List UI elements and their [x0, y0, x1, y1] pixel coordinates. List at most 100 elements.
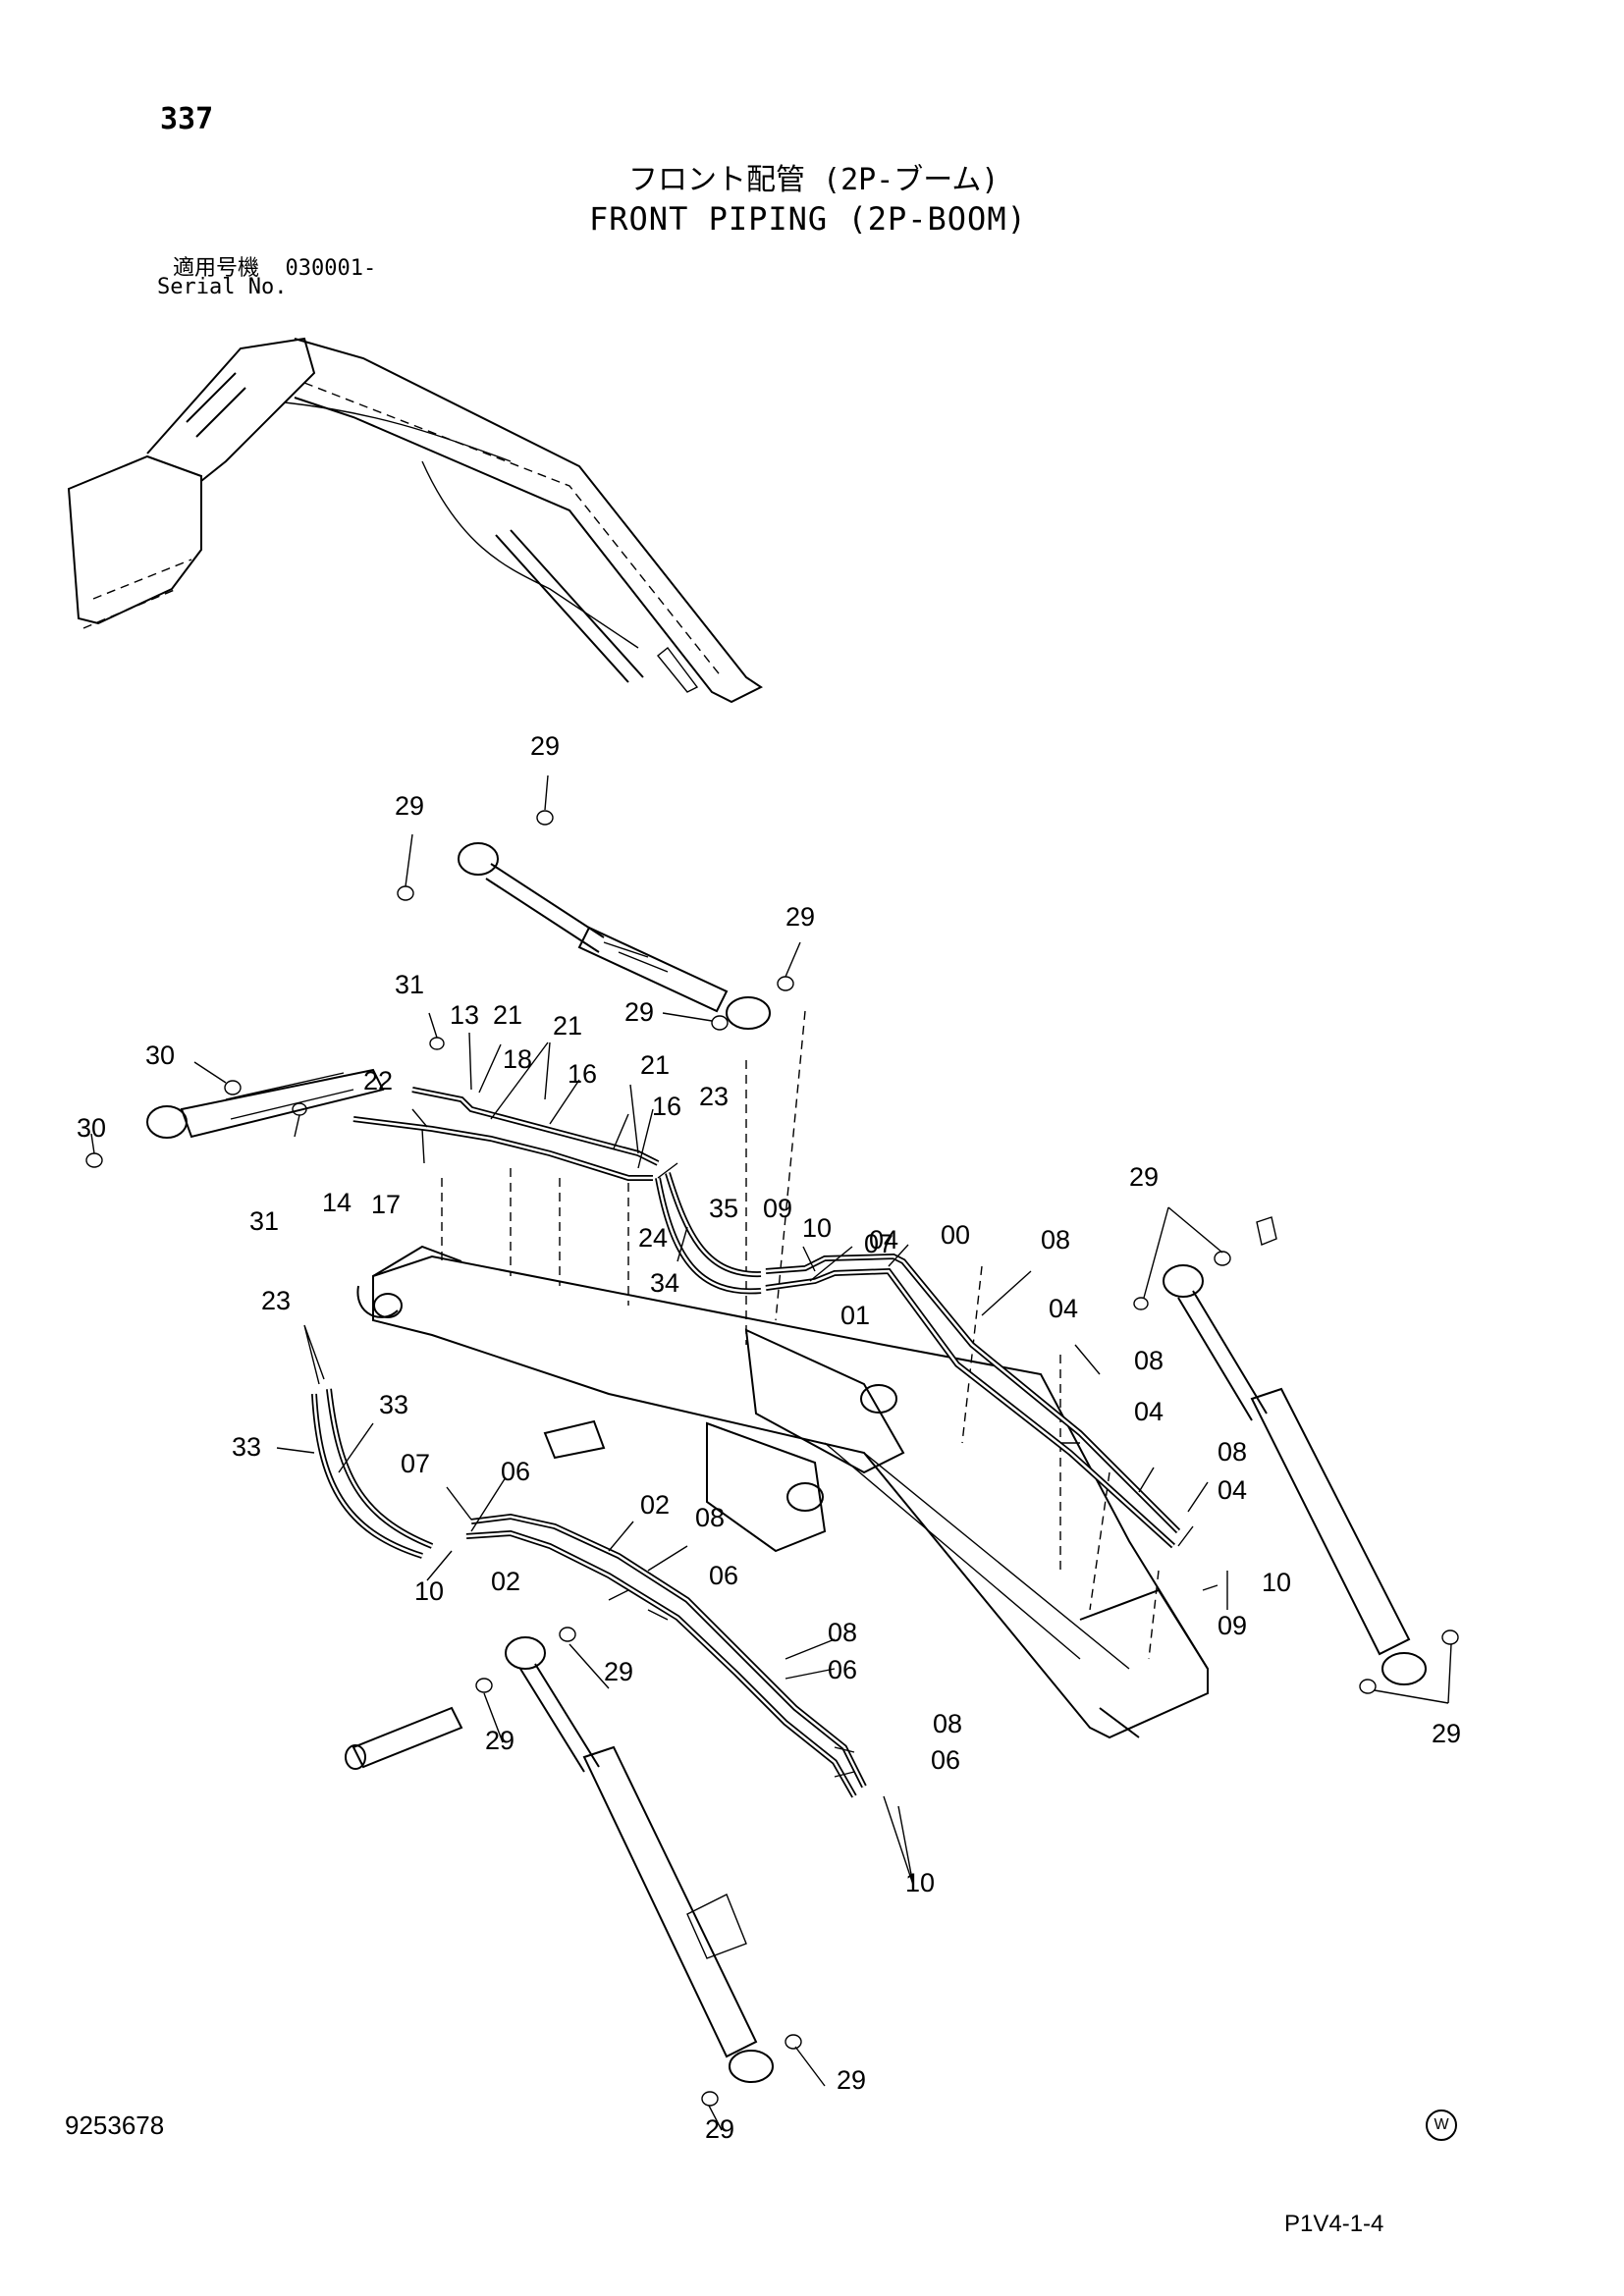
arm-cyl-port	[603, 941, 669, 973]
callout-07: 07	[401, 1449, 430, 1478]
document-number: 9253678	[65, 2110, 165, 2140]
callout-01: 01	[840, 1301, 870, 1330]
hoses	[311, 1172, 762, 1559]
callout-17: 17	[371, 1190, 401, 1219]
left-pipe-assembly	[465, 1513, 867, 1798]
callout-06: 06	[709, 1561, 738, 1590]
left-cyl-tube	[582, 1745, 758, 2058]
callout-29: 29	[604, 1657, 633, 1686]
arm-cyl-rod-eye	[458, 842, 499, 876]
callout-04: 04	[1218, 1475, 1247, 1505]
o-ring	[785, 2034, 802, 2050]
boom-body	[356, 1010, 1209, 1739]
o-ring	[777, 976, 794, 991]
pin-end	[345, 1744, 366, 1770]
o-ring	[397, 885, 414, 901]
right-cyl-tube	[1250, 1387, 1411, 1656]
callout-06: 06	[931, 1745, 960, 1775]
page-number: 337	[160, 102, 214, 136]
left-cyl-rod	[519, 1663, 600, 1773]
pipe-02b-inner	[465, 1531, 856, 1797]
pipe-00	[765, 1253, 1181, 1534]
callout-29: 29	[705, 2114, 734, 2144]
callout-22: 22	[363, 1066, 393, 1095]
o-ring	[429, 1037, 445, 1050]
right-pipe-assembly	[765, 1253, 1181, 1549]
overview-excavator-front	[67, 337, 763, 704]
boom-pin	[345, 1706, 463, 1770]
callout-23: 23	[699, 1082, 729, 1111]
callout-31: 31	[395, 970, 424, 999]
boom-lower-panel	[824, 1442, 1130, 1670]
callout-29: 29	[624, 997, 654, 1027]
pipe-00-inner	[765, 1255, 1179, 1532]
o-ring	[536, 810, 554, 826]
callout-08: 08	[1218, 1437, 1247, 1467]
hose-35-inner	[666, 1172, 762, 1276]
callout-21: 21	[553, 1011, 582, 1041]
pipe-13-inner	[411, 1088, 659, 1165]
callout-33: 33	[232, 1432, 261, 1462]
callout-07: 07	[864, 1229, 893, 1258]
overview-boom-cylinder	[495, 529, 644, 683]
hose-33a-inner	[312, 1393, 423, 1558]
o-ring	[1441, 1629, 1459, 1645]
leader-lines	[90, 774, 1452, 2131]
callout-29: 29	[785, 902, 815, 932]
right-cyl-rod-eye	[1163, 1264, 1204, 1298]
callout-16: 16	[652, 1092, 681, 1121]
callout-34: 34	[650, 1268, 679, 1298]
left-cyl-rod-eye	[505, 1636, 546, 1670]
o-ring	[224, 1080, 242, 1095]
callout-00: 00	[941, 1220, 970, 1250]
right-cyl-head-eye	[1381, 1652, 1427, 1685]
serial-applicability: 適用号機 030001-	[173, 250, 376, 282]
callout-10: 10	[414, 1576, 444, 1606]
callout-21: 21	[640, 1050, 670, 1080]
bucket-cyl-eye	[146, 1105, 188, 1139]
callout-09: 09	[763, 1194, 792, 1223]
callout-21: 21	[493, 1000, 522, 1030]
upper-pipes	[352, 1087, 660, 1181]
title-japanese: フロント配管 (2P-ブーム)	[628, 163, 1000, 197]
boom-dash-lines	[441, 1010, 1160, 1660]
overview-boom-inner	[303, 382, 723, 678]
callout-06: 06	[828, 1655, 857, 1684]
callout-23: 23	[261, 1286, 291, 1315]
arm-cyl-tube	[577, 926, 729, 1013]
right-boom-cylinder	[1163, 1216, 1427, 1685]
pin-shaft	[352, 1706, 463, 1769]
callout-08: 08	[695, 1503, 725, 1532]
boom-center-link	[543, 1419, 606, 1460]
boom-foot-pin	[373, 1293, 403, 1318]
right-cyl-bracket	[1256, 1216, 1277, 1246]
o-rings	[85, 810, 1459, 2107]
overview-arm	[146, 337, 316, 482]
leader-line	[90, 774, 1452, 2131]
w-circle-mark: W	[1426, 2109, 1457, 2141]
hose-33b-inner	[327, 1388, 433, 1548]
callout-24: 24	[638, 1223, 668, 1253]
pipe-14	[352, 1116, 653, 1181]
callout-13: 13	[450, 1000, 479, 1030]
overview-arm-cylinder	[186, 372, 246, 438]
boom-tip	[1079, 1588, 1209, 1738]
callout-29: 29	[1129, 1162, 1159, 1192]
pipe-02b	[465, 1529, 857, 1798]
callout-08: 08	[933, 1709, 962, 1738]
callout-33: 33	[379, 1390, 408, 1419]
pipe-01-inner	[765, 1269, 1174, 1547]
overview-bracket	[657, 647, 699, 693]
callout-10: 10	[1262, 1568, 1291, 1597]
callout-18: 18	[503, 1044, 532, 1074]
title-english: FRONT PIPING (2P-BOOM)	[589, 200, 1027, 238]
left-cyl-bracket	[686, 1894, 747, 1959]
o-ring	[711, 1015, 729, 1031]
boom-center-pin-a	[860, 1384, 897, 1414]
o-ring	[701, 2091, 719, 2107]
pipe-02-inner	[470, 1515, 866, 1788]
o-ring	[1133, 1297, 1149, 1310]
boom-nose-pin	[786, 1482, 824, 1512]
callout-08: 08	[828, 1618, 857, 1647]
